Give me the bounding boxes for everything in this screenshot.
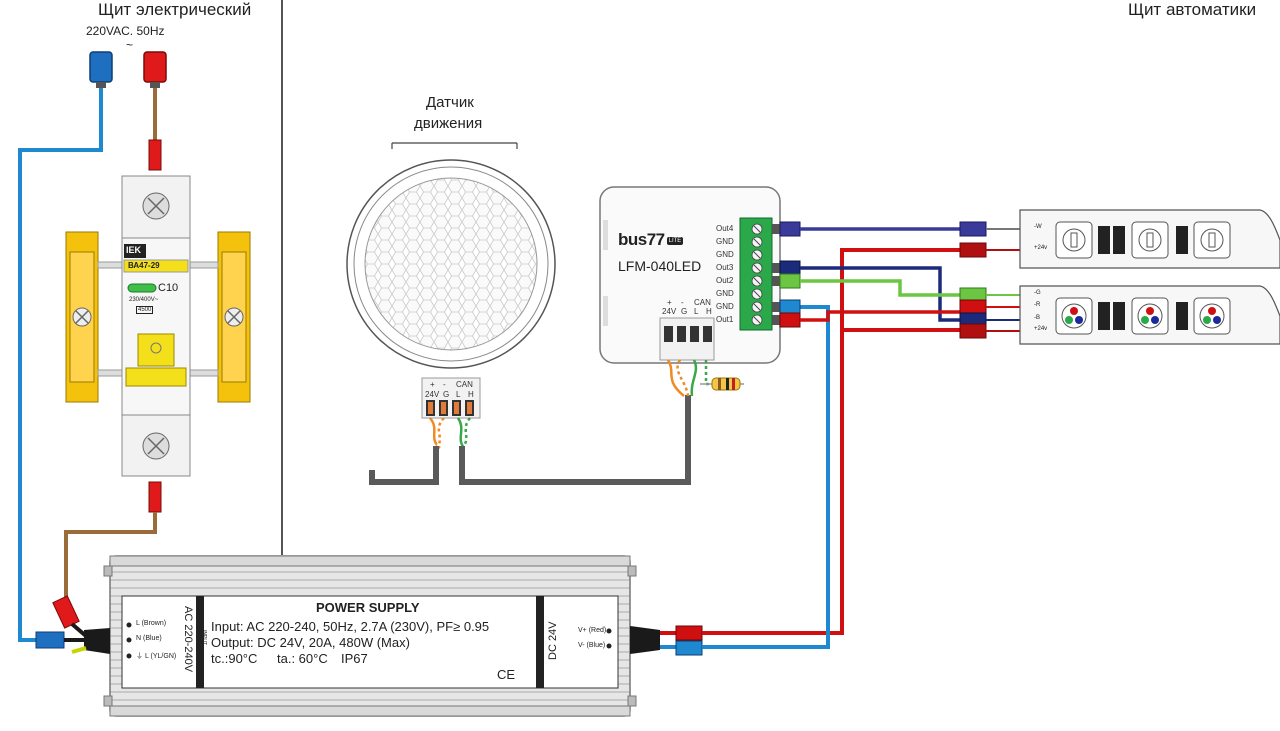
sensor-term-l: L — [456, 390, 461, 399]
strip-rgb-pin-r: -R — [1034, 302, 1041, 308]
psu-input-small: INPUT — [201, 630, 207, 645]
ctrl-term-24v: 24V — [662, 307, 677, 316]
breaker-brand: IEK — [126, 245, 142, 255]
strip-white-pin-24v: +24v — [1034, 245, 1048, 251]
wire-out2 — [800, 279, 960, 297]
psu-ce-mark: CE — [497, 667, 516, 682]
ctrl-term-plus: + — [667, 298, 672, 307]
sensor-term-plus: + — [430, 380, 435, 389]
psu-l-ferrule — [52, 595, 80, 629]
breaker-spec: 230/400V~ — [129, 297, 159, 303]
sensor-term-can: CAN — [456, 380, 473, 389]
ctrl-term-can: CAN — [694, 298, 711, 307]
strip-white-pin-w: -W — [1034, 224, 1042, 230]
psu-vplus-ferrule — [675, 625, 703, 641]
out3-ferrule — [779, 260, 801, 276]
output-label-gnd4: GND — [716, 302, 734, 311]
termination-resistor — [700, 377, 744, 391]
ctrl-term-g: G — [681, 307, 688, 316]
psu-pin-n-blue: N (Blue) — [136, 635, 162, 642]
left-panel-title: Щит электрический — [98, 0, 252, 19]
sensor-title-line2: движения — [414, 115, 483, 132]
sensor-cable-right — [459, 395, 691, 485]
sensor-cable-left — [369, 446, 439, 485]
psu-input-spec: Input: AC 220-240, 50Hz, 2.7A (230V), PF… — [211, 619, 490, 634]
wire-gnd-blue — [702, 305, 830, 649]
psu-pin-earth: ⏚ L (YL/GN) — [136, 653, 177, 660]
psu-output-small: OUTPUT — [537, 629, 543, 650]
wire-out1 — [800, 310, 960, 322]
controller-model: LFM-040LED — [618, 258, 702, 274]
output-label-out3: Out3 — [716, 263, 734, 272]
wire-24v-red — [702, 248, 960, 635]
psu-n-ferrule — [35, 631, 65, 649]
sensor-term-g: G — [443, 390, 450, 399]
out4-ferrule — [779, 221, 801, 237]
psu-ta: ta.: 60°C — [277, 651, 328, 666]
strip-rgb-pin-24v: +24v — [1034, 326, 1048, 332]
output-label-gnd1: GND — [716, 237, 734, 246]
breaker-bottom-ferrule — [148, 481, 162, 513]
psu-tc: tc.:90°C — [211, 651, 258, 666]
mains-red-plug — [143, 51, 167, 88]
mains-voltage-label: 220VAC. 50Hz — [86, 24, 165, 38]
sensor-term-h: H — [468, 390, 474, 399]
output-label-gnd3: GND — [716, 289, 734, 298]
rgb-led-strip — [1019, 285, 1280, 345]
breaker-top-ferrule — [148, 139, 162, 171]
ctrl-term-h: H — [706, 307, 712, 316]
psu-pin-l-brown: L (Brown) — [136, 620, 167, 627]
white-led-strip — [1019, 209, 1280, 269]
out2-ferrule — [779, 273, 801, 289]
mains-blue-plug — [89, 51, 113, 88]
out1-ferrule — [779, 312, 801, 328]
psu-output-label: DC 24V — [547, 621, 559, 660]
ctrl-term-l: L — [694, 307, 699, 316]
sensor-term-minus: - — [443, 380, 446, 389]
psu-title: POWER SUPPLY — [316, 600, 420, 615]
gnd-ferrule — [779, 299, 801, 315]
power-supply — [84, 555, 660, 717]
sensor-title-line1: Датчик — [426, 94, 474, 111]
breaker-model: ВА47-29 — [128, 261, 160, 270]
sensor-term-24v: 24V — [425, 390, 440, 399]
psu-input-label: AC 220-240V — [182, 606, 194, 673]
motion-sensor — [346, 142, 556, 419]
ctrl-term-minus: - — [681, 298, 684, 307]
right-panel-title: Щит автоматики — [1128, 0, 1257, 19]
controller-brand-name: bus77 — [618, 230, 665, 249]
breaker-code: 4500 — [136, 306, 154, 314]
mains-ac-symbol: ~ — [126, 38, 134, 52]
output-label-out2: Out2 — [716, 276, 734, 285]
wire-phase-brown-bottom — [64, 512, 157, 600]
psu-earth-lead — [71, 646, 87, 654]
output-label-out1: Out1 — [716, 315, 734, 324]
psu-pin-vminus: V- (Blue) — [578, 642, 606, 649]
controller-lite-badge: LITE — [666, 236, 684, 245]
psu-vminus-ferrule — [675, 640, 703, 656]
psu-ip: IP67 — [341, 651, 368, 666]
strip-rgb-pin-b: -B — [1034, 315, 1040, 321]
psu-output-spec: Output: DC 24V, 20A, 480W (Max) — [211, 635, 410, 650]
strip-rgb-pin-g: -G — [1034, 290, 1041, 296]
breaker-rating: C10 — [158, 282, 179, 294]
circuit-breaker — [65, 175, 251, 477]
wire-neutral-blue — [18, 88, 103, 642]
controller-lfm040led — [599, 186, 781, 364]
psu-pin-earth-label: L (YL/GN) — [144, 653, 177, 660]
psu-pin-vplus: V+ (Red) — [578, 627, 607, 634]
output-label-out4: Out4 — [716, 224, 734, 233]
output-label-gnd2: GND — [716, 250, 734, 259]
